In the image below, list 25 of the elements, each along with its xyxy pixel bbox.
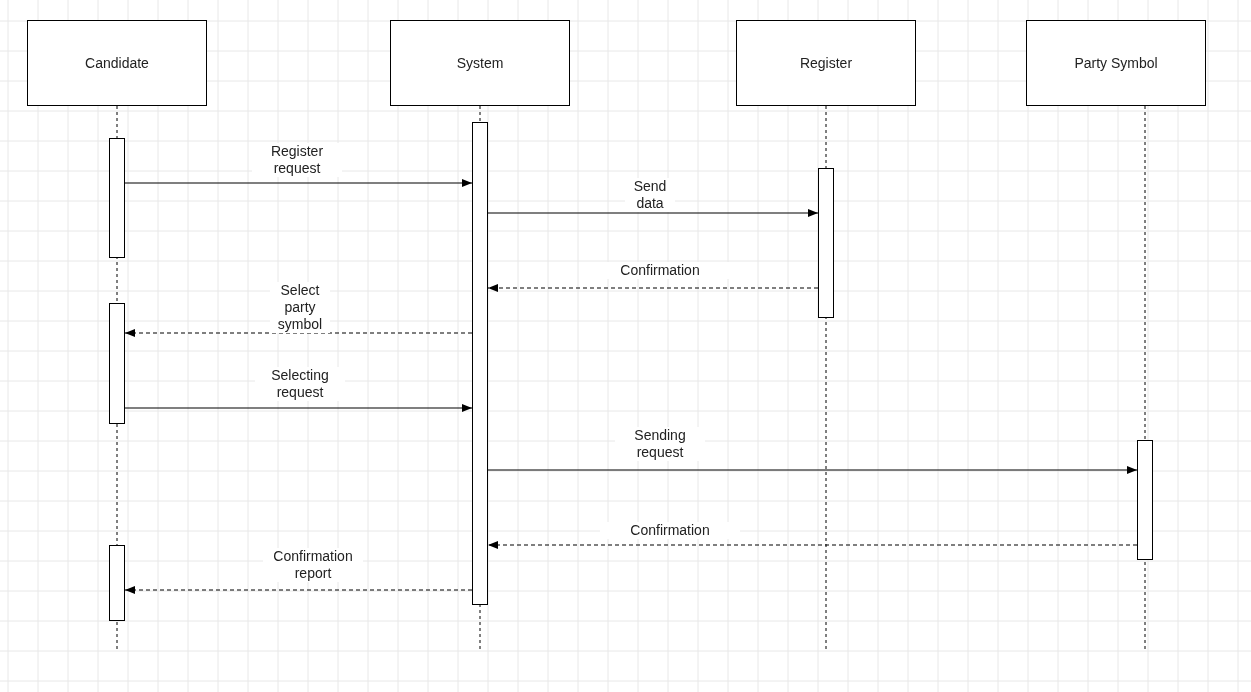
message-label: Confirmation report (263, 548, 363, 582)
participant-box: System (390, 20, 570, 106)
message-label: Register request (252, 143, 342, 177)
participant-box: Candidate (27, 20, 207, 106)
activation-bar (109, 138, 125, 258)
message-label: Sending request (615, 427, 705, 461)
message-arrow (487, 541, 1138, 549)
activation-bar (109, 545, 125, 621)
message-arrow (124, 404, 473, 412)
message-arrow (487, 284, 819, 292)
participant-box: Register (736, 20, 916, 106)
activation-bar (109, 303, 125, 424)
activation-bar (818, 168, 834, 318)
message-label: Select party symbol (270, 282, 330, 333)
message-label: Selecting request (255, 367, 345, 401)
activation-bar (1137, 440, 1153, 560)
message-arrow (124, 179, 473, 187)
participant-box: Party Symbol (1026, 20, 1206, 106)
message-label: Confirmation (600, 522, 740, 539)
message-label: Send data (625, 178, 675, 212)
message-arrow (487, 209, 819, 217)
message-arrow (124, 329, 473, 337)
message-arrow (124, 586, 473, 594)
activation-bar (472, 122, 488, 605)
message-arrow (487, 466, 1138, 474)
